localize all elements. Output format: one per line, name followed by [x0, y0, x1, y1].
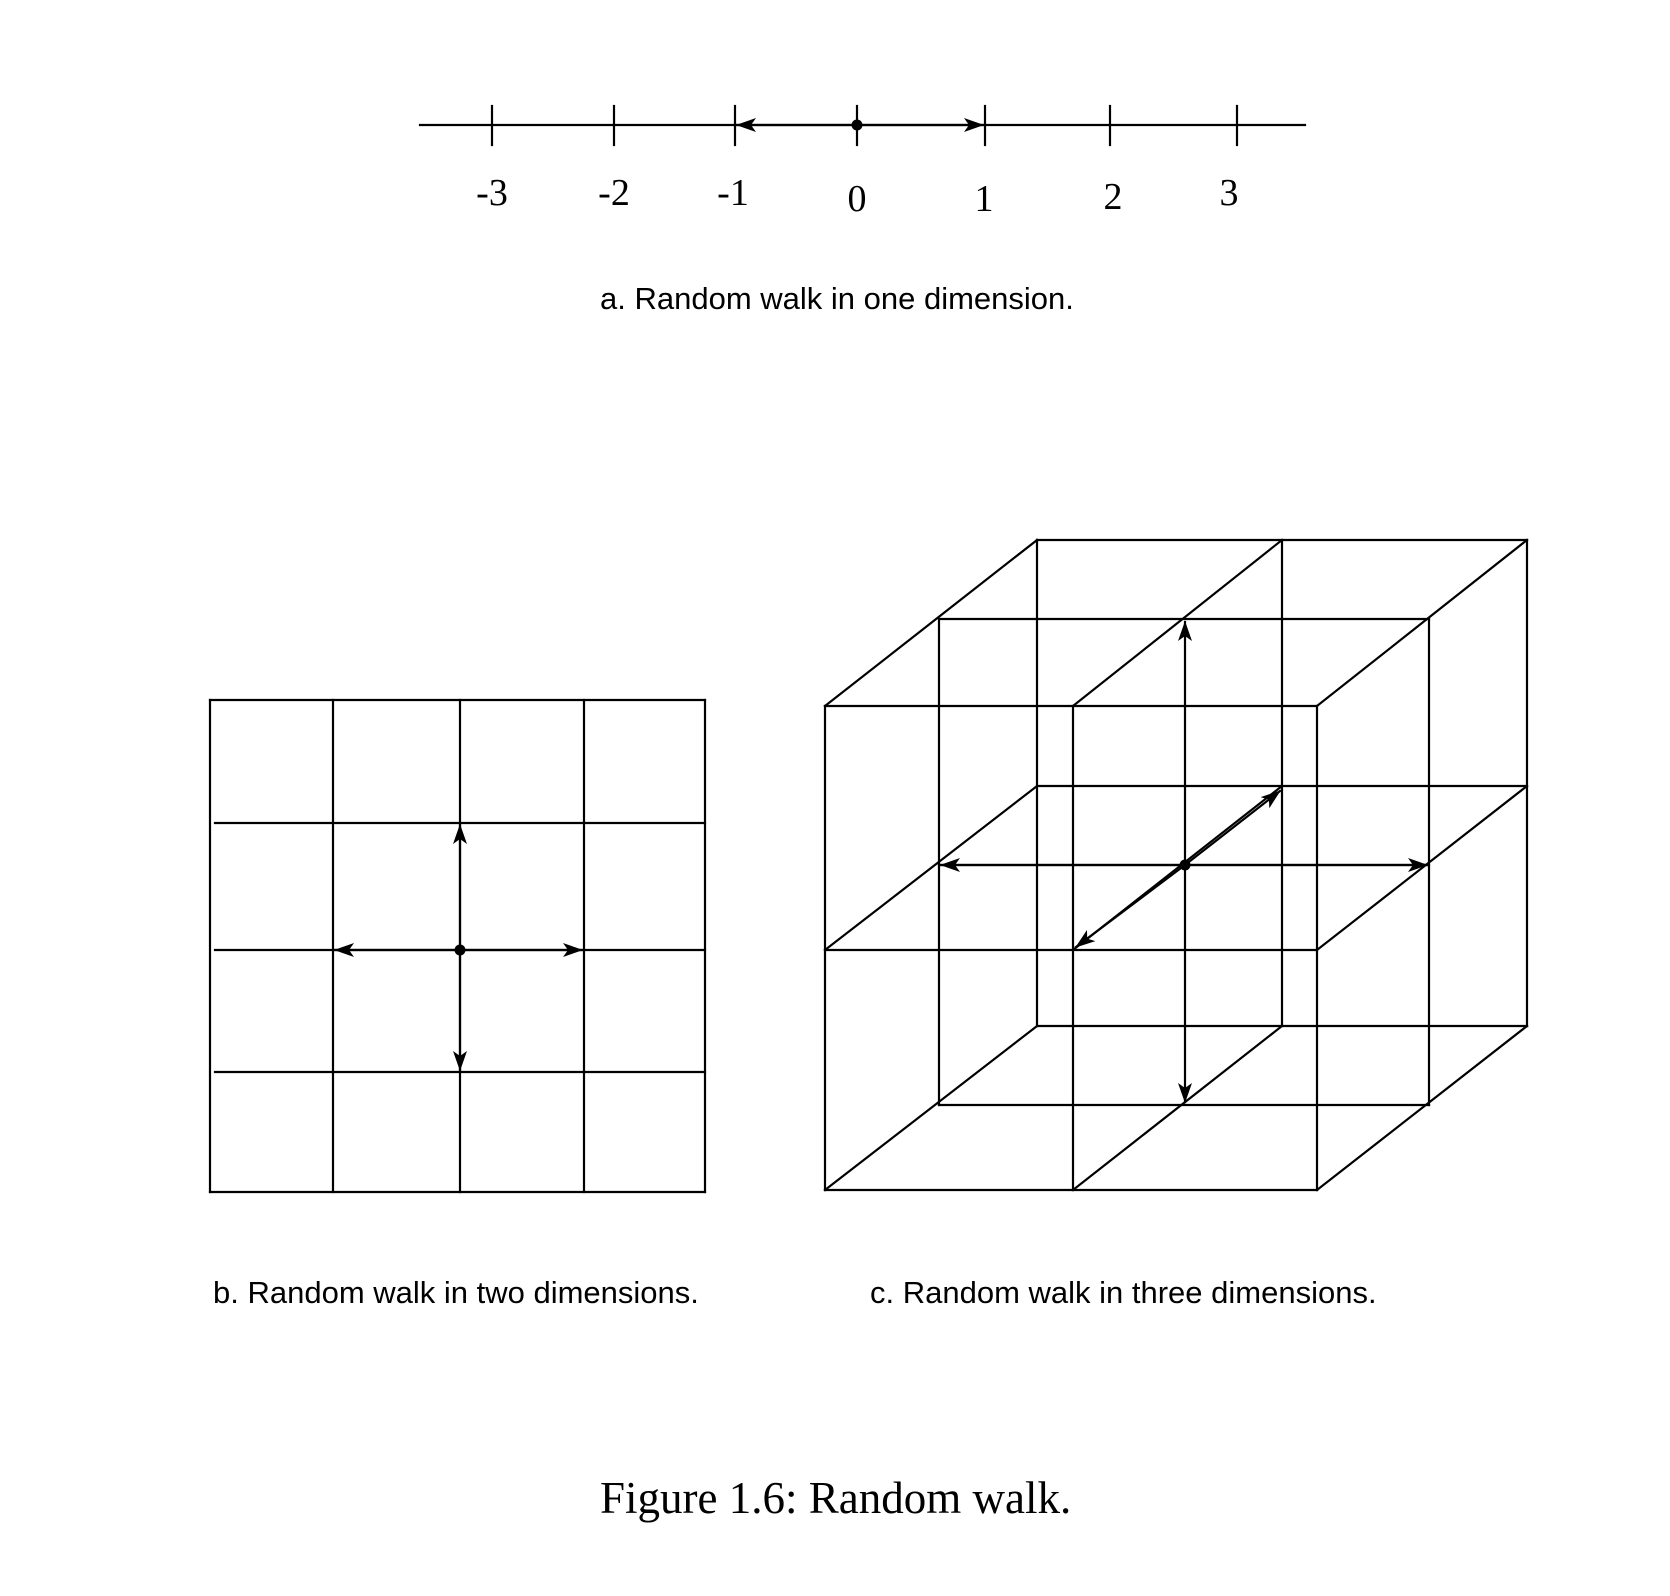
tick-label: 2 [1104, 176, 1123, 218]
panel-c-caption: c. Random walk in three dimensions. [870, 1275, 1377, 1310]
panel-c-cubic-lattice [823, 538, 1529, 1192]
lattice-edge [1071, 1024, 1284, 1192]
tick-label: 3 [1220, 172, 1239, 214]
panel-b-square-lattice [208, 698, 707, 1194]
step-arrow-back [1074, 863, 1187, 949]
start-point [454, 944, 466, 956]
lattice-edge [823, 538, 1039, 708]
start-point [1179, 859, 1191, 871]
panel-a-caption: a. Random walk in one dimension. [600, 281, 1074, 316]
tick-label: 1 [975, 178, 994, 220]
lattice-edge [823, 784, 1039, 952]
panel-b-caption: b. Random walk in two dimensions. [213, 1275, 699, 1310]
lattice-edge [823, 1024, 1039, 1192]
tick-label: -3 [476, 172, 508, 214]
figure-caption: Figure 1.6: Random walk. [600, 1473, 1072, 1523]
tick-label: -1 [717, 172, 749, 214]
tick-label: -2 [598, 172, 630, 214]
lattice-edge [1315, 538, 1529, 708]
lattice-edge [1315, 784, 1529, 952]
lattice-edge [1315, 1024, 1529, 1192]
start-point [851, 119, 863, 131]
step-arrow-forward [1183, 789, 1282, 867]
panel-a-number-line: -3 -2 -1 0 1 2 3 [418, 104, 1307, 220]
lattice-edge [1071, 538, 1284, 708]
tick-label: 0 [848, 178, 867, 220]
